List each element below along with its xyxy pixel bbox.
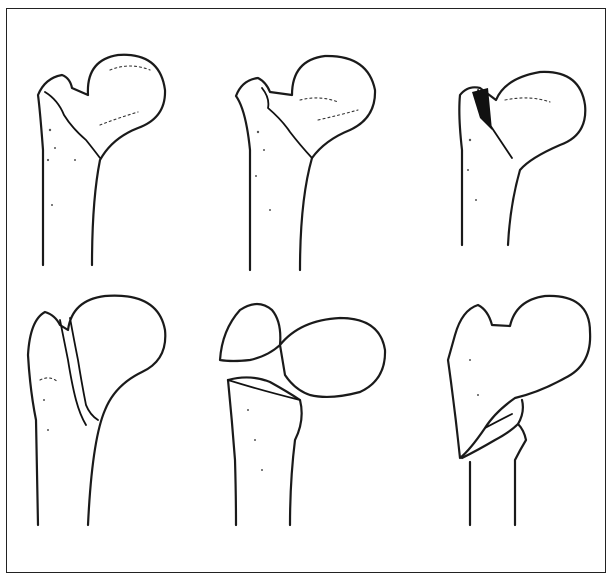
femur-fracture-3-icon — [459, 72, 585, 245]
femur-fracture-5-icon — [220, 304, 385, 525]
femur-fracture-4-icon — [28, 296, 165, 525]
femur-fracture-6-icon — [448, 296, 590, 525]
femur-fracture-2-icon — [236, 56, 375, 270]
femur-fracture-1-icon — [38, 55, 165, 265]
